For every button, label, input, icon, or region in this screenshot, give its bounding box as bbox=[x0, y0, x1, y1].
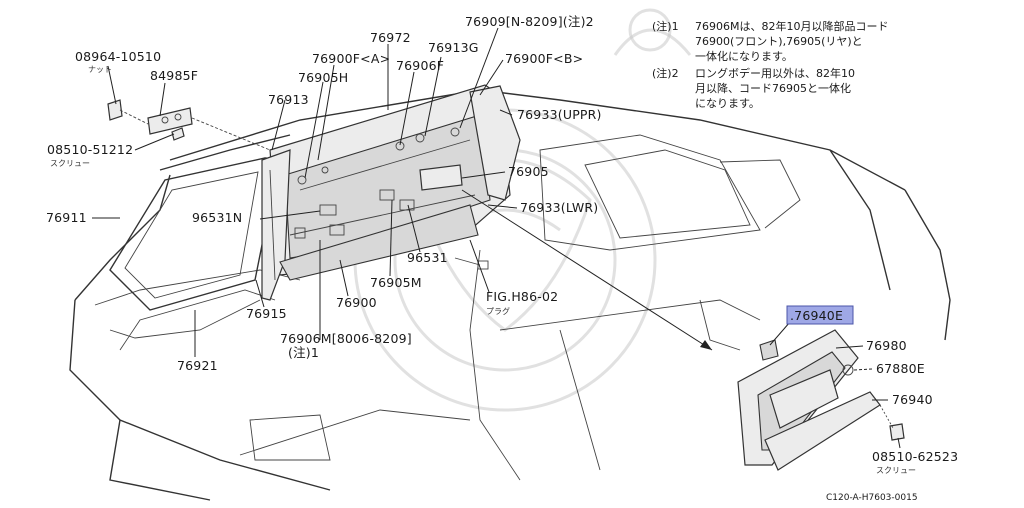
note1-line2: 76900(フロント),76905(リヤ)と bbox=[695, 35, 863, 48]
label-76913: 76913 bbox=[268, 92, 309, 107]
label-76900f-a: 76900F<A> bbox=[312, 51, 390, 66]
note1-line3: 一体化になります。 bbox=[695, 49, 793, 63]
label-08964-sub: ナット bbox=[88, 65, 112, 74]
label-76906m: 76906M[8006-8209] bbox=[280, 331, 412, 346]
label-76933-lwr: 76933(LWR) bbox=[520, 200, 598, 215]
label-96531: 96531 bbox=[407, 250, 448, 265]
label-67880e: 67880E bbox=[876, 361, 925, 376]
label-fig-h86-02: FIG.H86-02 bbox=[486, 289, 558, 304]
rear-trim-panel-assembly bbox=[261, 84, 521, 301]
part-labels: 08964-10510 ナット 84985F 08510-51212 スクリュー… bbox=[46, 14, 958, 475]
label-76915: 76915 bbox=[246, 306, 287, 321]
notes-block: (注)1 76906Mは、82年10月以降部品コード 76900(フロント),7… bbox=[652, 19, 888, 110]
note1-tag: (注)1 bbox=[652, 19, 679, 33]
detail-arrow bbox=[461, 189, 713, 351]
note2-line2: 月以降、コード76905と一体化 bbox=[695, 81, 851, 95]
label-76940e[interactable]: .76940E bbox=[790, 308, 843, 323]
label-fig-sub: プラグ bbox=[486, 306, 510, 316]
label-84985f: 84985F bbox=[150, 68, 198, 83]
note2-line3: になります。 bbox=[695, 97, 760, 110]
label-76972: 76972 bbox=[370, 30, 411, 45]
label-76906m-note: (注)1 bbox=[288, 345, 319, 360]
vehicle-body-outline bbox=[69, 89, 951, 501]
label-76980: 76980 bbox=[866, 338, 907, 353]
label-76905: 76905 bbox=[508, 164, 549, 179]
label-76933-uppr: 76933(UPPR) bbox=[517, 107, 602, 122]
top-left-fasteners bbox=[107, 99, 271, 151]
note2-line1: ロングボデー用以外は、82年10 bbox=[695, 66, 855, 80]
label-76940: 76940 bbox=[892, 392, 933, 407]
note2-tag: (注)2 bbox=[652, 66, 679, 80]
label-08510-62523-sub: スクリュー bbox=[876, 466, 916, 475]
highlight-76940e bbox=[786, 305, 854, 325]
label-96531n: 96531N bbox=[192, 210, 242, 225]
label-76900f-b: 76900F<B> bbox=[505, 51, 583, 66]
label-76909: 76909[N-8209](注)2 bbox=[465, 14, 594, 29]
label-08510-62523: 08510-62523 bbox=[872, 449, 958, 464]
label-08510-51212: 08510-51212 bbox=[47, 142, 133, 157]
label-76905m: 76905M bbox=[370, 275, 422, 290]
label-76905h: 76905H bbox=[298, 70, 348, 85]
label-76913g: 76913G bbox=[428, 40, 479, 55]
label-76921: 76921 bbox=[177, 358, 218, 373]
label-76900: 76900 bbox=[336, 295, 377, 310]
label-08964-10510: 08964-10510 bbox=[75, 49, 161, 64]
label-08510-51212-sub: スクリュー bbox=[50, 159, 90, 168]
handle-detail-view bbox=[737, 329, 905, 471]
label-76906f: 76906F bbox=[396, 58, 444, 73]
label-76911: 76911 bbox=[46, 210, 87, 225]
note1-line1: 76906Mは、82年10月以降部品コード bbox=[695, 19, 888, 33]
footer-code: C120-A-H7603-0015 bbox=[826, 493, 918, 503]
leader-lines bbox=[92, 27, 901, 449]
